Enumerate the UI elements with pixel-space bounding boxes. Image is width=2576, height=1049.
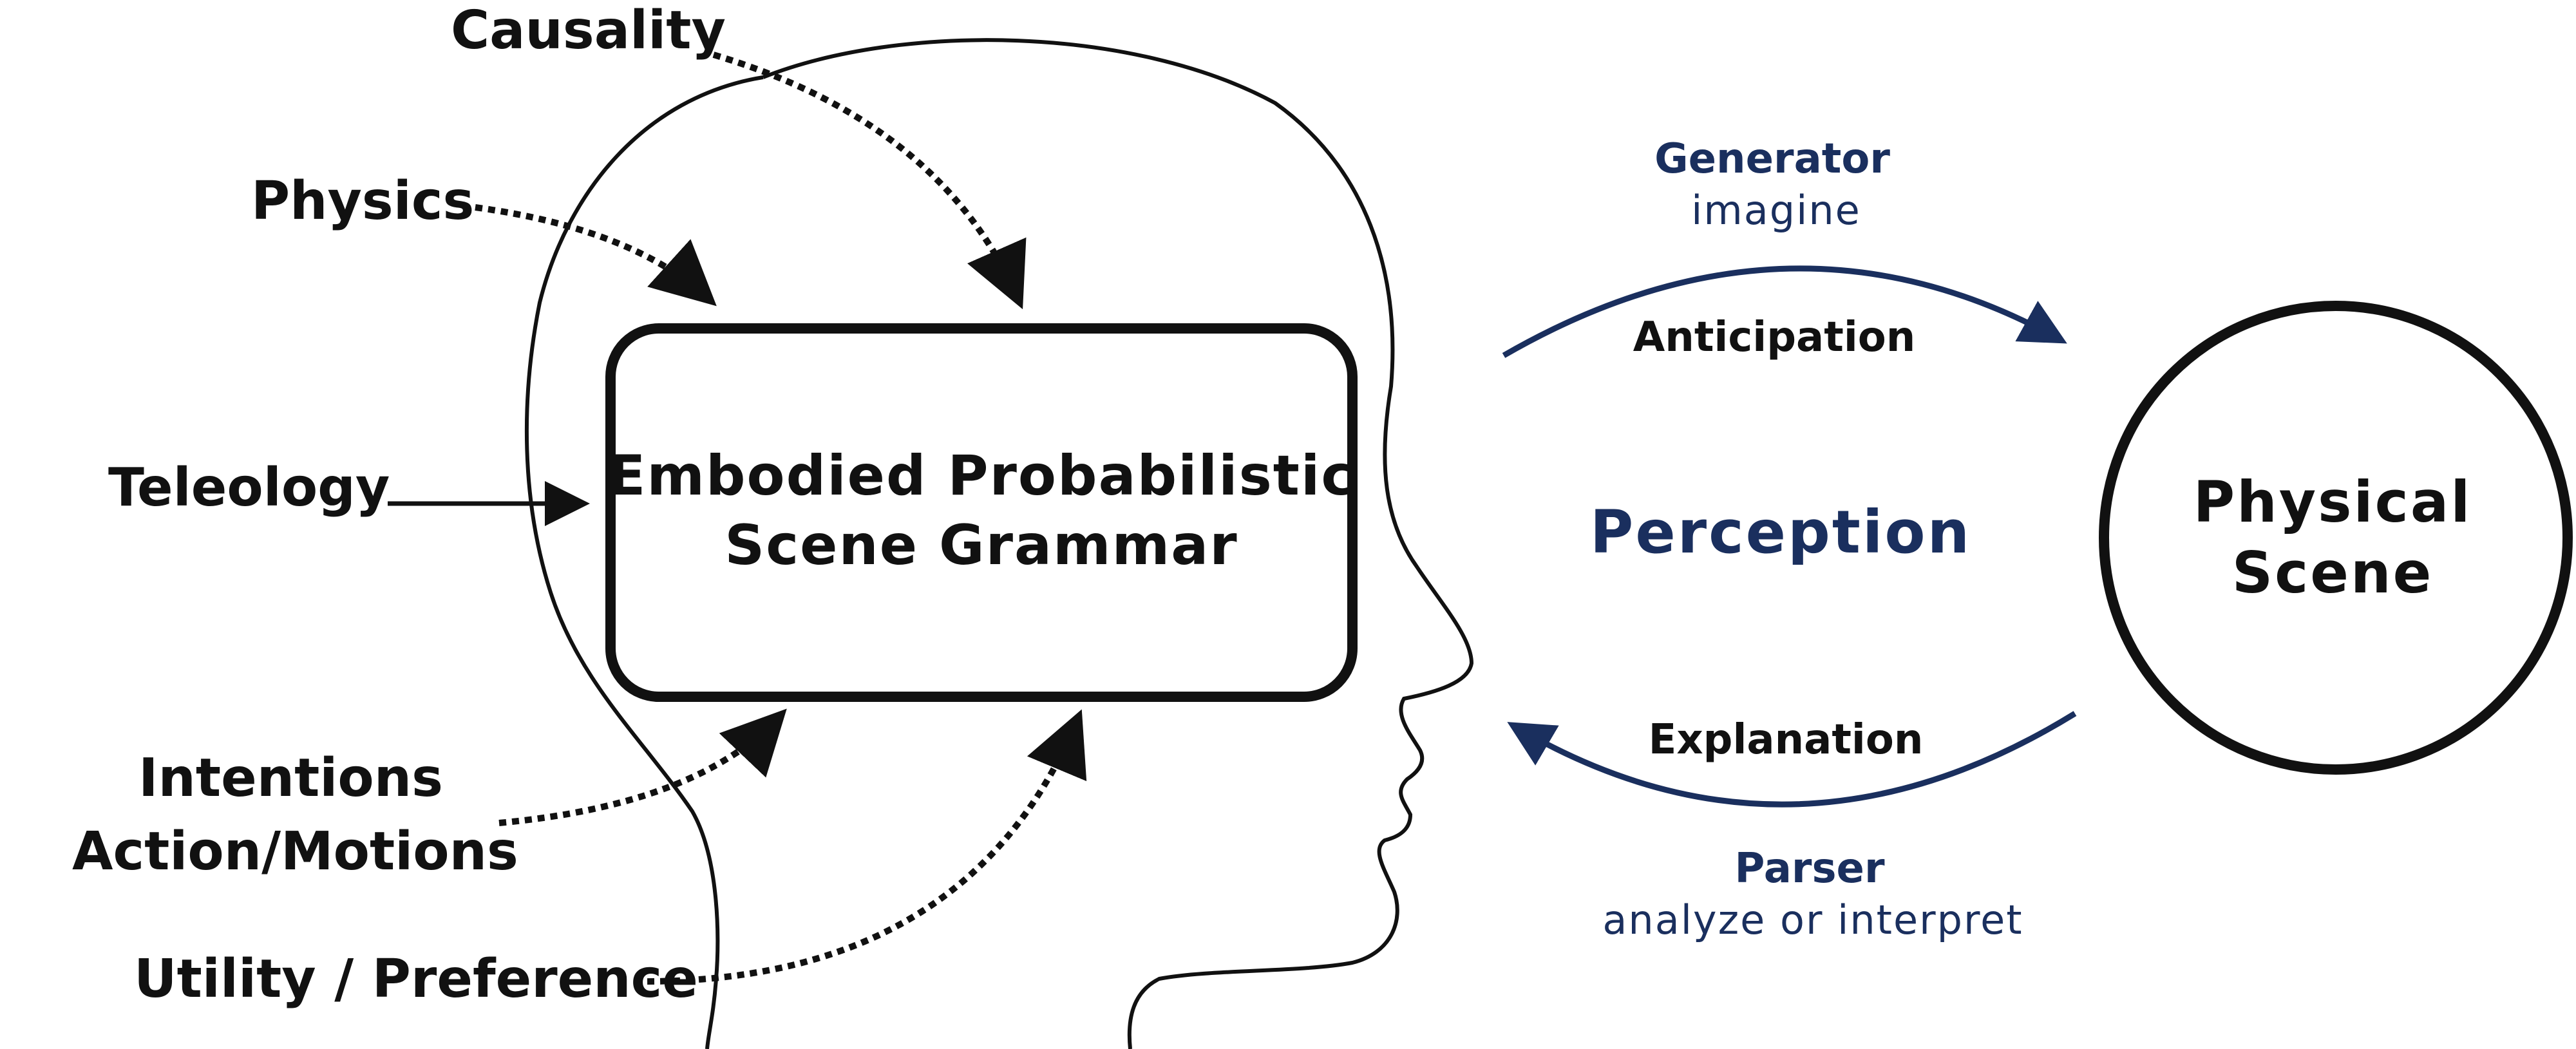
label-causality: Causality — [451, 0, 726, 61]
label-physics: Physics — [251, 171, 474, 232]
anticipation-label: Anticipation — [1633, 314, 1916, 361]
head-outline-back — [524, 75, 764, 1049]
generator-title: Generator — [1654, 135, 1890, 183]
label-utility-preference: Utility / Preference — [134, 949, 698, 1010]
label-action-motions: Action/Motions — [72, 821, 518, 882]
explanation-label: Explanation — [1649, 716, 1924, 764]
generator-arc-arrow — [1502, 265, 2067, 358]
generator-subtitle: imagine — [1691, 187, 1861, 234]
grammar-box-line2: Scene Grammar — [724, 513, 1238, 578]
label-teleology: Teleology — [108, 457, 390, 518]
arrow-causality — [712, 52, 1027, 310]
physical-scene-line2: Scene — [2232, 540, 2434, 606]
perception-label: Perception — [1590, 498, 1971, 567]
arrow-utility — [634, 709, 1087, 985]
physical-scene-circle — [2099, 301, 2573, 775]
head-outline-face — [762, 38, 1474, 1049]
label-intentions: Intentions — [138, 748, 443, 809]
head-silhouette — [524, 38, 1474, 1049]
grammar-box-line1: Embodied Probabilistic — [608, 444, 1356, 508]
arrow-intentions — [498, 708, 787, 826]
grammar-box — [605, 323, 1358, 702]
parser-title: Parser — [1735, 845, 1885, 893]
physical-scene-line1: Physical — [2193, 469, 2472, 535]
parser-arc-arrow — [1507, 711, 2077, 808]
parser-subtitle: analyze or interpret — [1602, 896, 2023, 943]
arrow-physics — [475, 204, 717, 307]
